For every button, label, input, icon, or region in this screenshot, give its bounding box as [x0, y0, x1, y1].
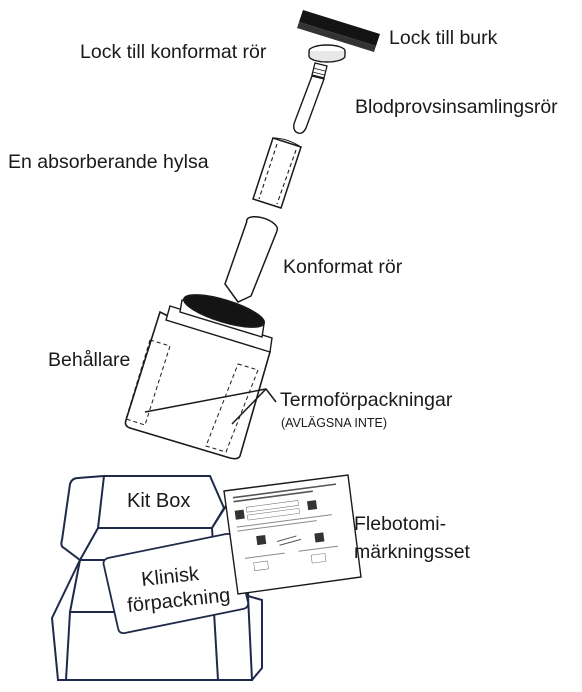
label-tube-cap: Lock till konformat rör	[80, 41, 267, 63]
container-illustration	[126, 288, 277, 458]
label-kit-box: Kit Box	[127, 490, 190, 512]
label-phlebotomy-line1: Flebotomi-	[354, 513, 446, 535]
label-thermal-packs: Termoförpackningar	[280, 389, 453, 411]
label-thermal-packs-note: (AVLÄGSNA INTE)	[281, 416, 387, 430]
conical-tube-illustration	[225, 213, 279, 302]
blood-collection-tube-illustration	[294, 63, 327, 133]
label-blood-tube: Blodprovsinsamlingsrör	[355, 96, 558, 118]
conical-tube-cap-illustration	[309, 45, 345, 62]
label-can-lid: Lock till burk	[389, 27, 498, 49]
phlebotomy-label-sheet	[224, 475, 361, 594]
absorbent-sleeve-illustration	[253, 138, 301, 208]
label-container: Behållare	[48, 349, 130, 371]
label-sleeve: En absorberande hylsa	[8, 151, 209, 173]
label-phlebotomy-line2: märkningsset	[354, 541, 471, 563]
label-conical-tube: Konformat rör	[283, 256, 403, 278]
